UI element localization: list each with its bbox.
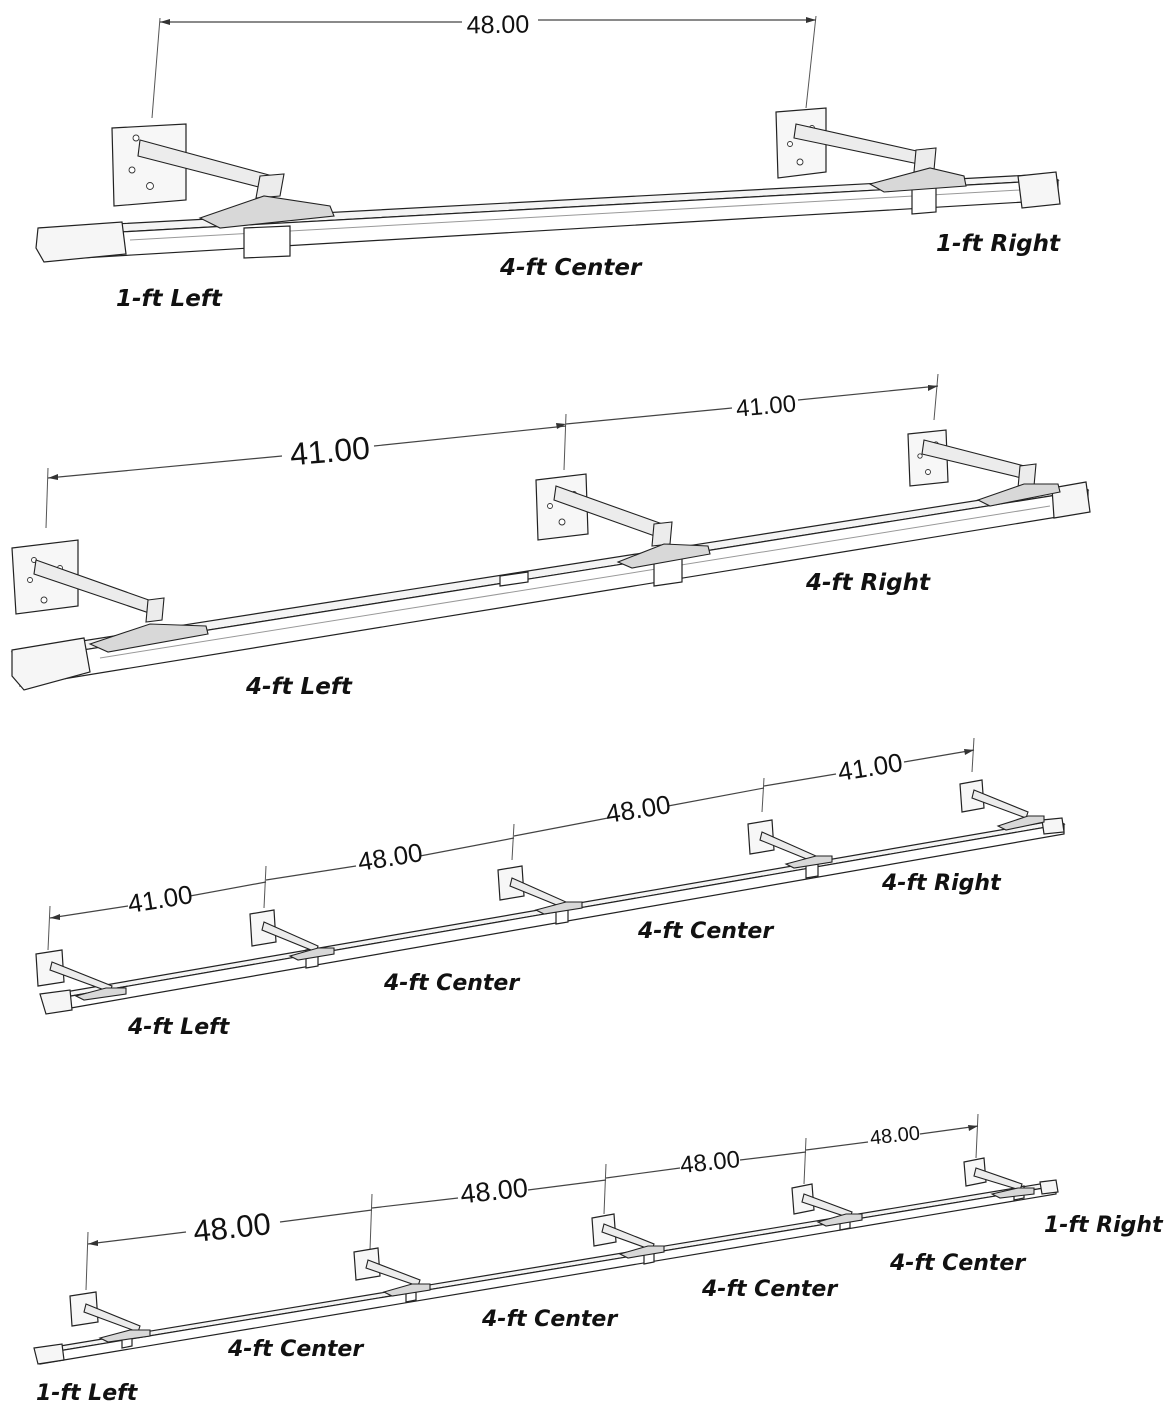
- assembly-1: 48.00: [35, 10, 1061, 312]
- wall-bracket: [747, 819, 833, 869]
- wall-bracket: [249, 909, 335, 961]
- wall-bracket: [535, 473, 711, 569]
- dimension-label: 48.00: [356, 837, 425, 877]
- section-label: 4-ft Center: [481, 1307, 618, 1332]
- wall-bracket: [69, 1291, 151, 1343]
- assembly-2: 41.00 41.00: [10, 373, 1091, 700]
- dimension-label: 41.00: [288, 430, 371, 473]
- dimension-line: [45, 373, 939, 529]
- wall-bracket: [791, 1183, 863, 1227]
- wall-bracket: [959, 779, 1045, 831]
- section-label: 4-ft Left: [127, 1015, 231, 1040]
- section-label: 1-ft Left: [36, 1381, 139, 1406]
- section-label: 4-ft Center: [227, 1337, 364, 1362]
- dimension-label: 48.00: [466, 10, 529, 39]
- wall-bracket: [35, 949, 127, 1001]
- section-label: 1-ft Left: [116, 286, 223, 312]
- section-label: 4-ft Right: [805, 570, 931, 596]
- dimension-label: 48.00: [679, 1146, 742, 1179]
- section-label: 4-ft Center: [889, 1251, 1026, 1276]
- dimension-label: 41.00: [836, 747, 905, 787]
- assembly-4: 48.00 48.00 48.00 48.00: [33, 1113, 1164, 1406]
- handrail: [10, 481, 1091, 691]
- handrail: [39, 817, 1066, 1015]
- wall-bracket: [111, 123, 335, 229]
- section-label: 4-ft Center: [637, 919, 774, 944]
- dimension-label: 48.00: [869, 1122, 921, 1149]
- wall-bracket: [775, 107, 967, 193]
- section-label: 1-ft Right: [936, 231, 1061, 257]
- dimension-label: 48.00: [459, 1173, 529, 1210]
- wall-bracket: [497, 865, 583, 915]
- dimension-label: 48.00: [604, 789, 673, 829]
- wall-bracket: [591, 1213, 665, 1259]
- dimension-label: 41.00: [735, 390, 797, 422]
- assembly-3: 41.00 48.00 48.00 41.00: [35, 737, 1066, 1040]
- section-label: 4-ft Center: [499, 255, 643, 281]
- dimension-line: [47, 737, 975, 951]
- dimension-line: [85, 1113, 979, 1291]
- wall-bracket: [11, 539, 209, 653]
- section-label: 1-ft Right: [1044, 1213, 1164, 1238]
- handrail: [33, 1179, 1059, 1365]
- section-label: 4-ft Center: [701, 1277, 838, 1302]
- wall-bracket: [907, 429, 1061, 507]
- dimension-label: 48.00: [192, 1206, 273, 1249]
- dimension-label: 41.00: [126, 879, 195, 919]
- wall-bracket: [963, 1157, 1035, 1199]
- section-label: 4-ft Center: [383, 971, 520, 996]
- dimension-line: [151, 15, 817, 119]
- section-label: 4-ft Right: [881, 871, 1002, 896]
- wall-bracket: [353, 1247, 431, 1297]
- section-label: 4-ft Left: [245, 674, 353, 700]
